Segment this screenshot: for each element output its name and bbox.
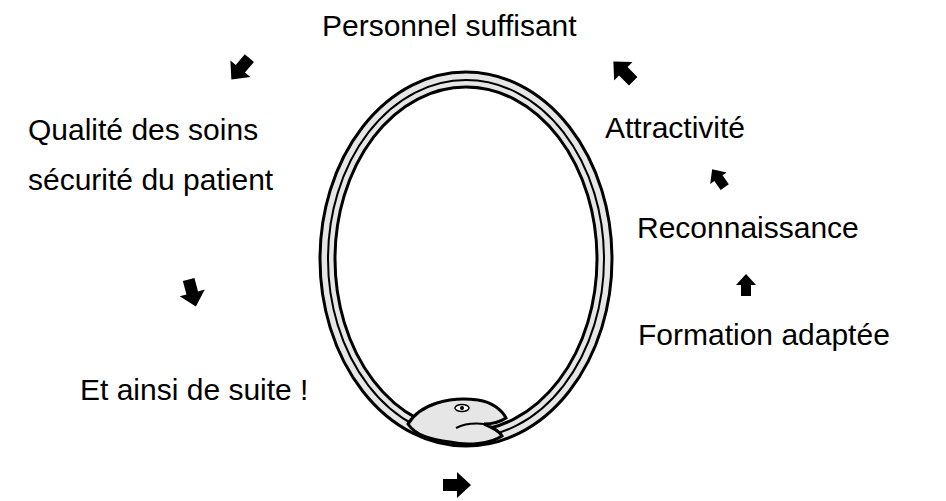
flow-arrow — [736, 274, 756, 296]
cycle-label: Reconnaissance — [637, 203, 859, 253]
cycle-label: Attractivité — [605, 103, 745, 153]
label-box: Et ainsi de suite ! — [80, 365, 308, 415]
label-box: Qualité des soins sécurité du patient — [28, 105, 320, 205]
label-box: Personnel suffisant — [322, 1, 577, 51]
flow-arrow — [443, 472, 471, 498]
cycle-label: Et ainsi de suite ! — [80, 365, 308, 415]
flow-arrow — [221, 50, 259, 88]
label-box: Attractivité — [605, 103, 745, 153]
label-box: Reconnaissance — [637, 203, 859, 253]
cycle-label: Personnel suffisant — [322, 1, 577, 51]
flow-arrow — [604, 52, 642, 90]
snake-head — [408, 399, 506, 444]
flow-arrows — [176, 50, 756, 498]
flow-arrow — [176, 276, 208, 310]
label-box: Formation adaptée — [638, 310, 890, 360]
cycle-label: Qualité des soins sécurité du patient — [28, 105, 320, 205]
cycle-label: Formation adaptée — [638, 310, 890, 360]
flow-arrow — [704, 163, 733, 192]
ouroboros-ring — [320, 72, 612, 446]
